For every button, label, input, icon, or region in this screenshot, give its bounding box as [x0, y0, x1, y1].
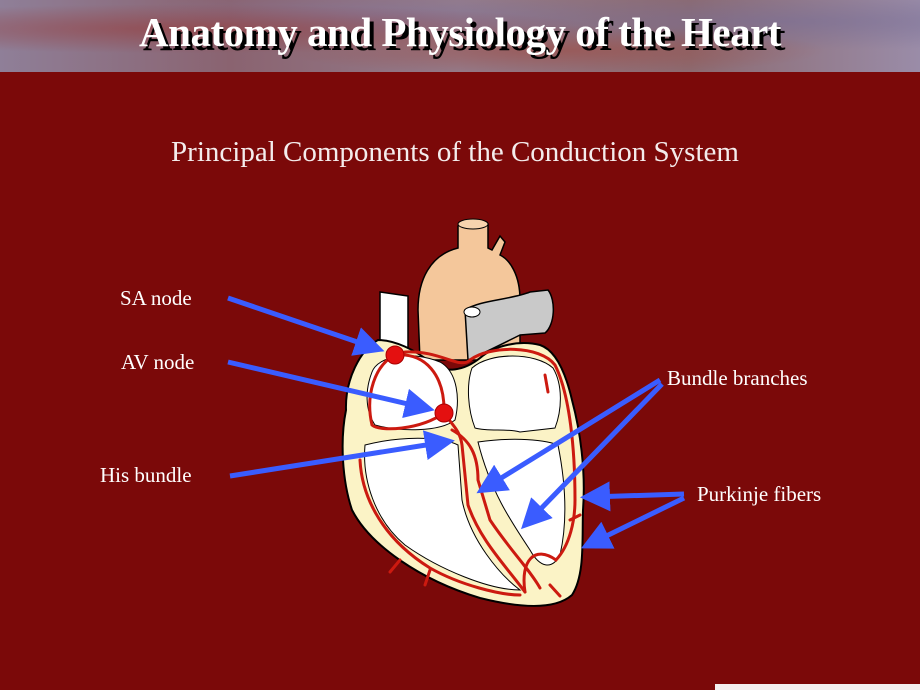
- arrow-purkinje-upper: [580, 481, 685, 512]
- arrow-av-node: [227, 359, 435, 419]
- arrow-bundle-branch-left: [521, 382, 664, 530]
- arrow-his-bundle: [229, 430, 455, 479]
- sa-node-marker: [385, 345, 405, 365]
- arrow-purkinje-lower: [581, 495, 686, 549]
- slide-subtitle: Principal Components of the Conduction S…: [171, 136, 739, 168]
- label-purkinje-fibers: Purkinje fibers: [697, 482, 822, 506]
- slide-title: Anatomy and Physiology of the Heart: [139, 9, 781, 55]
- arrow-sa-node: [227, 295, 385, 356]
- label-his-bundle: His bundle: [100, 463, 192, 487]
- arrow-bundle-branch-right: [476, 377, 662, 494]
- bottom-edge: [715, 684, 920, 690]
- av-node-marker: [434, 403, 454, 423]
- header-banner: [0, 0, 920, 72]
- label-av-node: AV node: [121, 350, 195, 374]
- left-atrium: [467, 355, 561, 433]
- label-bundle-branches: Bundle branches: [667, 366, 808, 390]
- label-sa-node: SA node: [120, 286, 192, 310]
